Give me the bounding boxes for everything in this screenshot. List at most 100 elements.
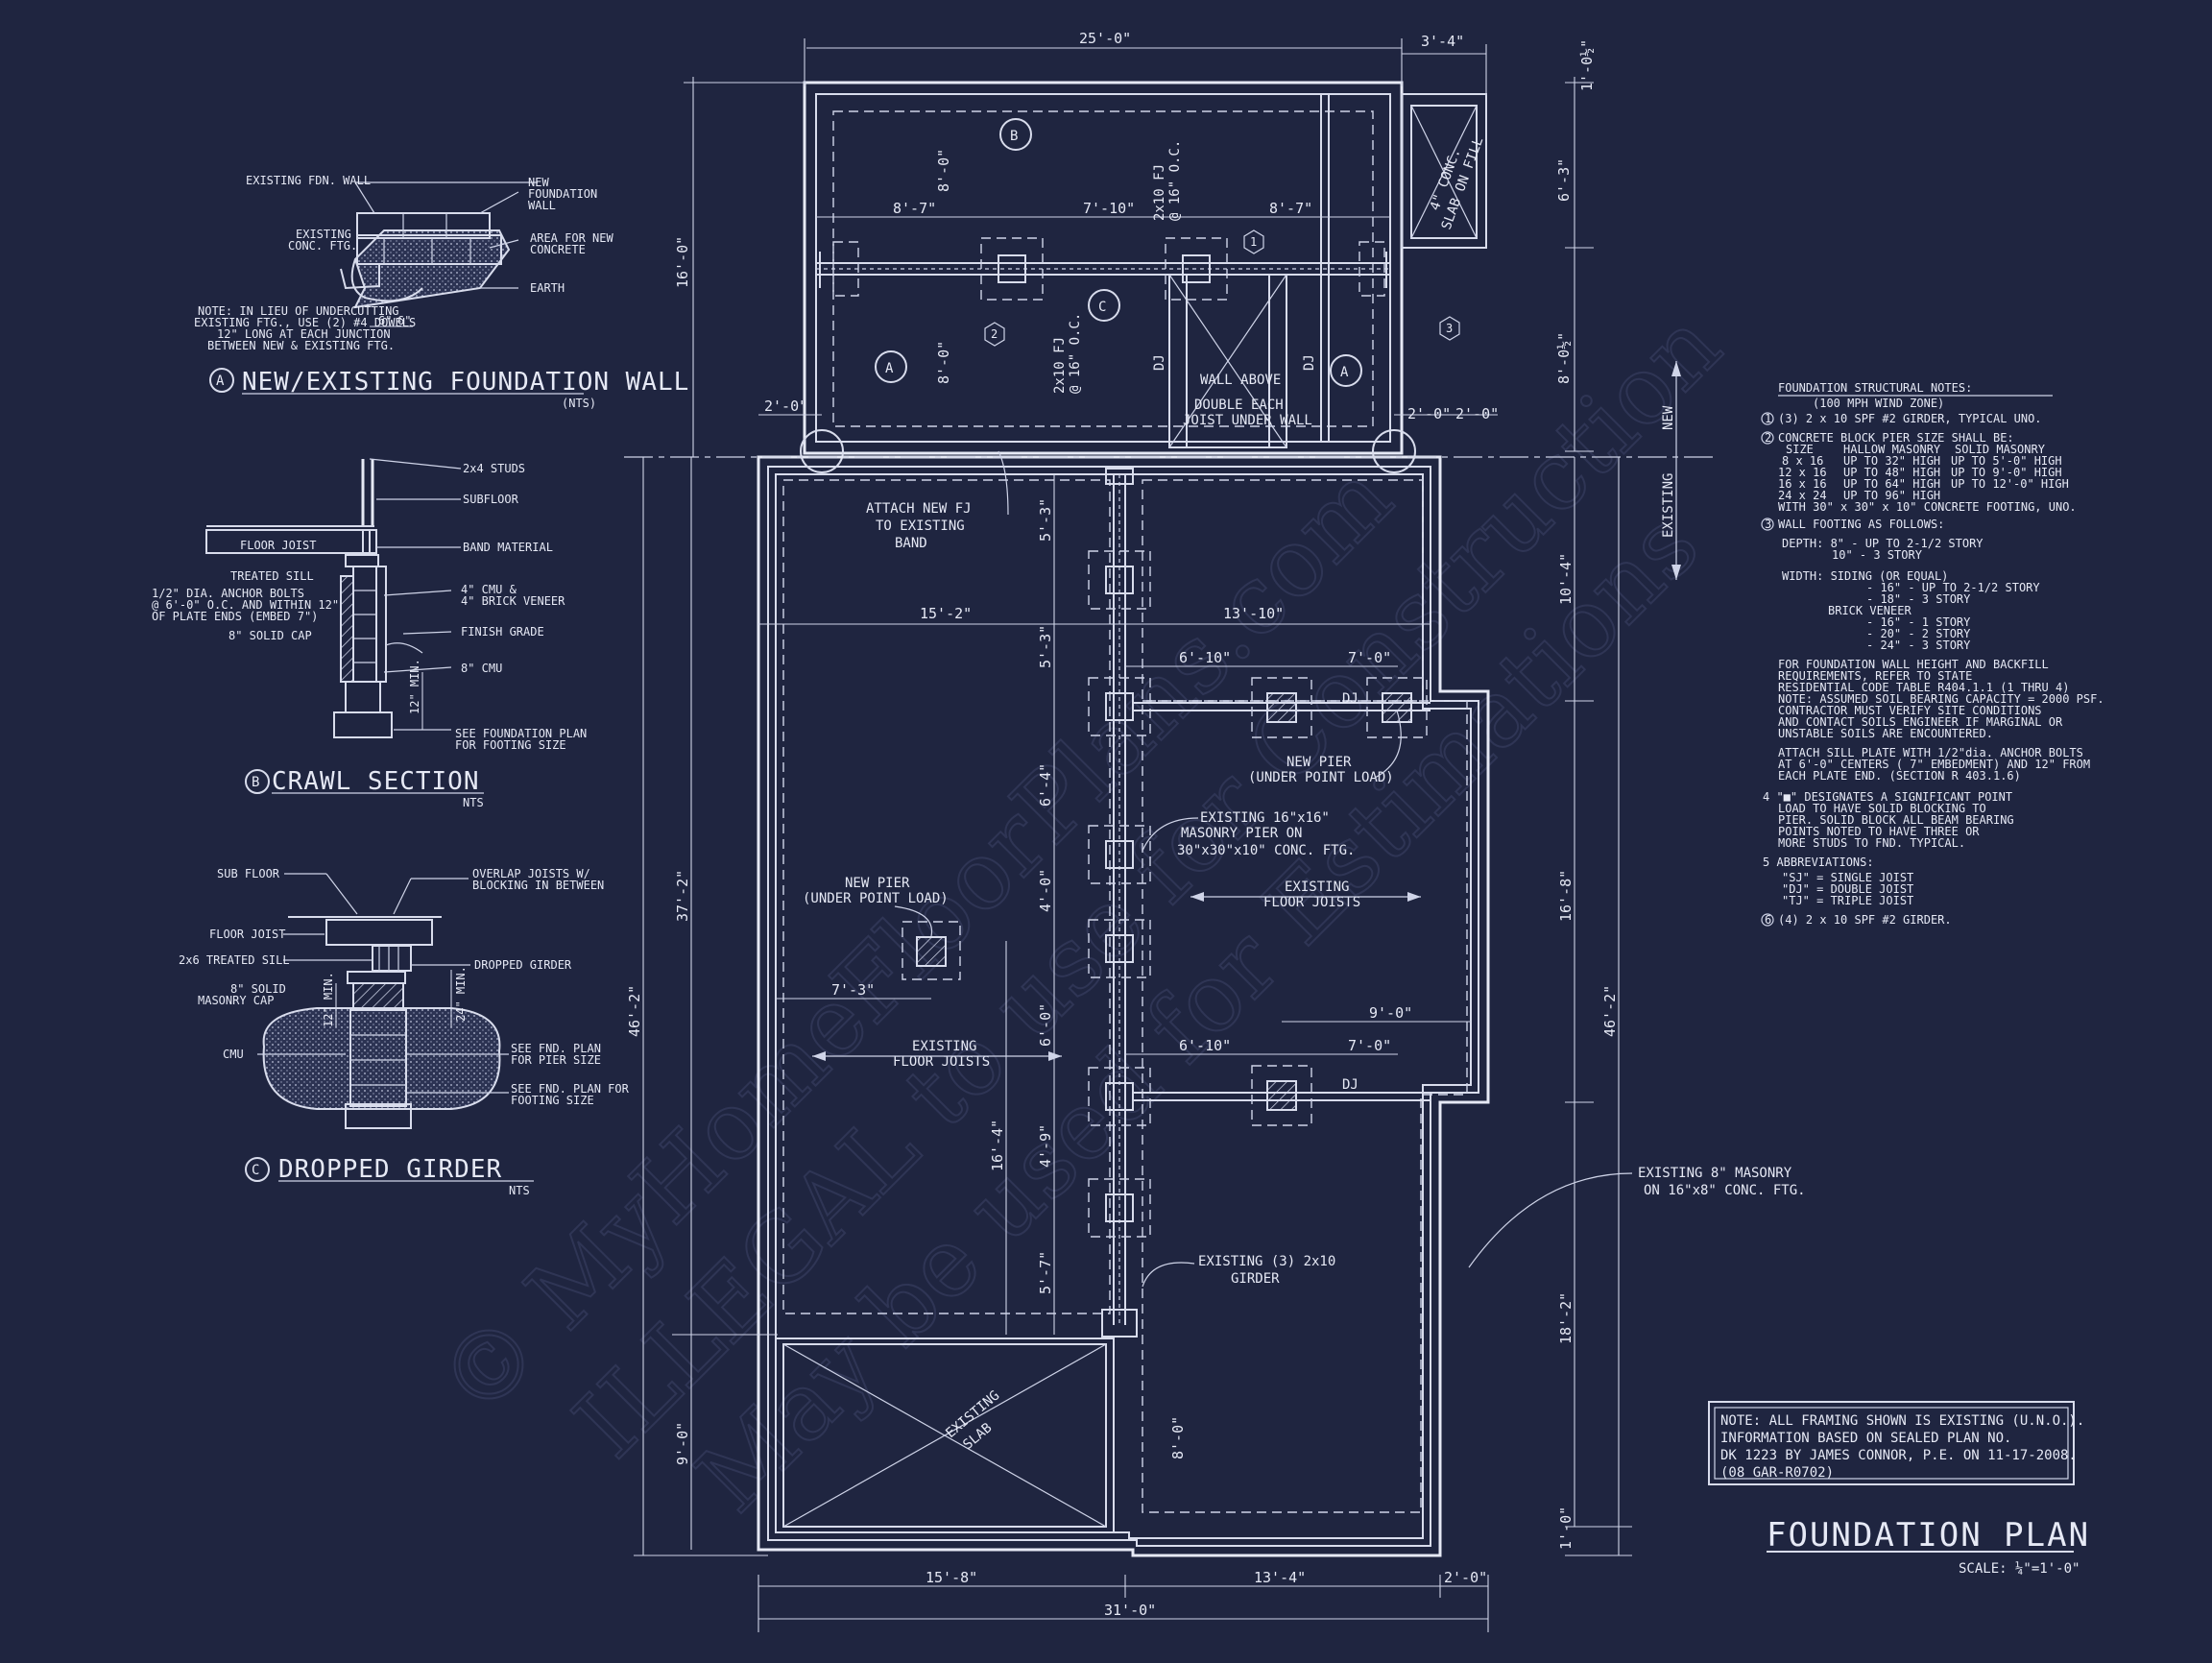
detail-c-label-solid-cap-2: MASONRY CAP bbox=[198, 994, 274, 1007]
sheet-scale: SCALE: ¼"=1'-0" bbox=[1959, 1561, 2080, 1577]
plan-existing-pier-3: 30"x30"x10" CONC. FTG. bbox=[1177, 843, 1355, 858]
detail-a-title: NEW/EXISTING FOUNDATION WALL bbox=[242, 368, 689, 397]
plan-hex-1: 1 bbox=[1250, 235, 1257, 249]
foundation-plan: 25'-0" 3'-4" 1'-0½" 6'-3" 8'-0½" 16'-0" … bbox=[624, 30, 1806, 1632]
detail-b-label-subfloor: SUBFLOOR bbox=[463, 493, 519, 506]
notes-n3-width-3: - 18" - 3 STORY bbox=[1866, 592, 1971, 606]
notes-n3-width-4: BRICK VENEER bbox=[1828, 604, 1911, 617]
notes-n1: (3) 2 x 10 SPF #2 GIRDER, TYPICAL UNO. bbox=[1778, 412, 2042, 425]
detail-b-nts: NTS bbox=[463, 796, 484, 809]
detail-c-label-see-ftg-2: FOOTING SIZE bbox=[511, 1094, 594, 1107]
foundation-structural-notes: FOUNDATION STRUCTURAL NOTES: (100 MPH WI… bbox=[1761, 381, 2104, 927]
notes-n3-width-2: - 16" - UP TO 2-1/2 STORY bbox=[1866, 581, 2040, 594]
plan-dj-a: DJ bbox=[1152, 354, 1167, 371]
plan-tag-a1: A bbox=[885, 361, 894, 376]
notes-n2-table: SIZE HALLOW MASONRY SOLID MASONRY 8 x 16… bbox=[1778, 443, 2069, 502]
note-box-line-1: NOTE: ALL FRAMING SHOWN IS EXISTING (U.N… bbox=[1720, 1413, 2084, 1429]
notes-num2: 2 bbox=[1765, 431, 1771, 445]
dim-right-1-0-5: 1'-0½" bbox=[1578, 39, 1596, 91]
detail-a-dim-6a: 6" bbox=[378, 314, 392, 327]
dim-r-46-2: 46'-2" bbox=[1601, 985, 1619, 1037]
notes-table-h2: SOLID MASONRY bbox=[1955, 443, 2046, 456]
notes-n3: WALL FOOTING AS FOLLOWS: bbox=[1778, 518, 1944, 531]
notes-num6: 6 bbox=[1765, 913, 1771, 927]
detail-c-tag: C bbox=[252, 1163, 259, 1178]
plan-fj-a-2: @ 16" O.C. bbox=[1167, 140, 1183, 221]
dim-bot-15-8: 15'-8" bbox=[926, 1569, 977, 1586]
notes-n3-width-7: - 24" - 3 STORY bbox=[1866, 639, 1971, 652]
notes-table-r3c2: UP TO 12'-0" HIGH bbox=[1951, 477, 2069, 491]
detail-c-label-sub-floor: SUB FLOOR bbox=[217, 867, 280, 880]
plan-wall-above-3: JOIST UNDER WALL bbox=[1183, 413, 1312, 428]
detail-c-label-treated-sill: 2x6 TREATED SILL bbox=[179, 953, 290, 967]
dim-d-8-0c: 8'-0" bbox=[1169, 1416, 1187, 1459]
dim-d-4-0: 4'-0" bbox=[1037, 869, 1054, 912]
notes-subtitle: (100 MPH WIND ZONE) bbox=[1813, 397, 1944, 410]
plan-label-existing: EXISTING bbox=[1661, 473, 1676, 538]
notes-n3-p2-3: EACH PLATE END. (SECTION R 403.1.6) bbox=[1778, 769, 2021, 783]
dim-b-8-7b: 8'-7" bbox=[1269, 200, 1312, 217]
notes-n3-depth-1: DEPTH: 8" - UP TO 2-1/2 STORY bbox=[1782, 537, 1984, 550]
dim-b-7-10: 7'-10" bbox=[1083, 200, 1135, 217]
plan-fj-b-2: @ 16" O.C. bbox=[1068, 313, 1083, 394]
notes-table-r2c0: 12 x 16 bbox=[1778, 466, 1827, 479]
plan-existing-masonry-2: ON 16"x8" CONC. FTG. bbox=[1644, 1183, 1806, 1198]
detail-a-tag: A bbox=[216, 374, 225, 389]
dim-right-2-0b: 2'-0" bbox=[1455, 405, 1499, 422]
detail-c-dropped-girder: SUB FLOOR OVERLAP JOISTS W/ BLOCKING IN … bbox=[179, 867, 630, 1197]
detail-b-label-cmu8: 8" CMU bbox=[461, 662, 502, 675]
notes-n6: (4) 2 x 10 SPF #2 GIRDER. bbox=[1778, 913, 1952, 927]
detail-c-label-overlap-1: OVERLAP JOISTS W/ bbox=[472, 867, 590, 880]
detail-b-label-bolts-3: OF PLATE ENDS (EMBED 7") bbox=[152, 610, 318, 623]
dim-left-16-0: 16'-0" bbox=[674, 236, 691, 288]
notes-n5-2: "DJ" = DOUBLE JOIST bbox=[1782, 882, 1913, 896]
detail-c-label-see-pier-1: SEE FND. PLAN bbox=[511, 1042, 601, 1055]
existing-piers bbox=[1088, 468, 1151, 1338]
detail-b-label-bolts-2: @ 6'-0" O.C. AND WITHIN 12" bbox=[152, 598, 339, 612]
notes-table-h0: SIZE bbox=[1786, 443, 1814, 456]
dim-left-9-0: 9'-0" bbox=[674, 1422, 691, 1465]
detail-b-label-bolts-1: 1/2" DIA. ANCHOR BOLTS bbox=[152, 587, 304, 600]
plan-label-new: NEW bbox=[1661, 405, 1676, 430]
plan-existing-joists-a-1: EXISTING bbox=[912, 1039, 976, 1054]
plan-dj-b: DJ bbox=[1302, 354, 1317, 371]
detail-b-title: CRAWL SECTION bbox=[272, 767, 480, 796]
detail-b-label-cmu-1: 4" CMU & bbox=[461, 583, 517, 596]
note-box-line-3: DK 1223 BY JAMES CONNOR, P.E. ON 11-17-2… bbox=[1720, 1448, 2077, 1463]
notes-n3-p1-4: NOTE: ASSUMED SOIL BEARING CAPACITY = 20… bbox=[1778, 692, 2104, 706]
plan-existing-masonry-1: EXISTING 8" MASONRY bbox=[1638, 1166, 1792, 1181]
notes-table-r1c0: 8 x 16 bbox=[1782, 454, 1823, 468]
dim-right-2-0a: 2'-0" bbox=[1407, 405, 1451, 422]
dim-d-15-2: 15'-2" bbox=[920, 605, 972, 622]
sheet-title-block: FOUNDATION PLAN SCALE: ¼"=1'-0" bbox=[1767, 1516, 2090, 1577]
notes-table-r3c0: 16 x 16 bbox=[1778, 477, 1827, 491]
plan-tag-a2: A bbox=[1340, 365, 1349, 380]
detail-c-title: DROPPED GIRDER bbox=[278, 1155, 502, 1184]
plan-new-pier-a-1: NEW PIER bbox=[845, 876, 910, 891]
sheet-title: FOUNDATION PLAN bbox=[1767, 1516, 2090, 1555]
plan-wall-above-2: DOUBLE EACH bbox=[1194, 398, 1284, 413]
detail-a-label-existing-ftg-2: CONC. FTG. bbox=[288, 239, 357, 253]
dim-r-1-0: 1'-0" bbox=[1557, 1506, 1575, 1550]
dim-d-6-10b: 6'-10" bbox=[1179, 1037, 1231, 1054]
dim-d-5-3a: 5'-3" bbox=[1037, 498, 1054, 542]
plan-new-pier-b-1: NEW PIER bbox=[1286, 755, 1352, 770]
detail-c-label-see-pier-2: FOR PIER SIZE bbox=[511, 1053, 601, 1067]
notes-table-r3c1: UP TO 64" HIGH bbox=[1843, 477, 1940, 491]
notes-table-h1: HALLOW MASONRY bbox=[1843, 443, 1941, 456]
plan-existing-joists-b-1: EXISTING bbox=[1285, 880, 1349, 895]
detail-a-label-new-concrete-1: AREA FOR NEW bbox=[530, 231, 613, 245]
notes-n4-3: PIER. SOLID BLOCK ALL BEAM BEARING bbox=[1778, 813, 2014, 827]
plan-attach-3: BAND bbox=[895, 536, 927, 551]
note-box-line-2: INFORMATION BASED ON SEALED PLAN NO. bbox=[1720, 1431, 2011, 1446]
plan-existing-girder-2: GIRDER bbox=[1231, 1271, 1280, 1287]
notes-table-r4c0: 24 x 24 bbox=[1778, 489, 1827, 502]
notes-n2-footer: WITH 30" x 30" x 10" CONCRETE FOOTING, U… bbox=[1778, 500, 2077, 514]
plan-existing-pier-1: EXISTING 16"x16" bbox=[1200, 810, 1330, 826]
dim-top-3-4: 3'-4" bbox=[1421, 33, 1464, 50]
detail-a-label-new-wall-2: FOUNDATION bbox=[528, 187, 597, 201]
plan-wall-above-1: WALL ABOVE bbox=[1200, 373, 1281, 388]
detail-b-label-cmu-2: 4" BRICK VENEER bbox=[461, 594, 565, 608]
